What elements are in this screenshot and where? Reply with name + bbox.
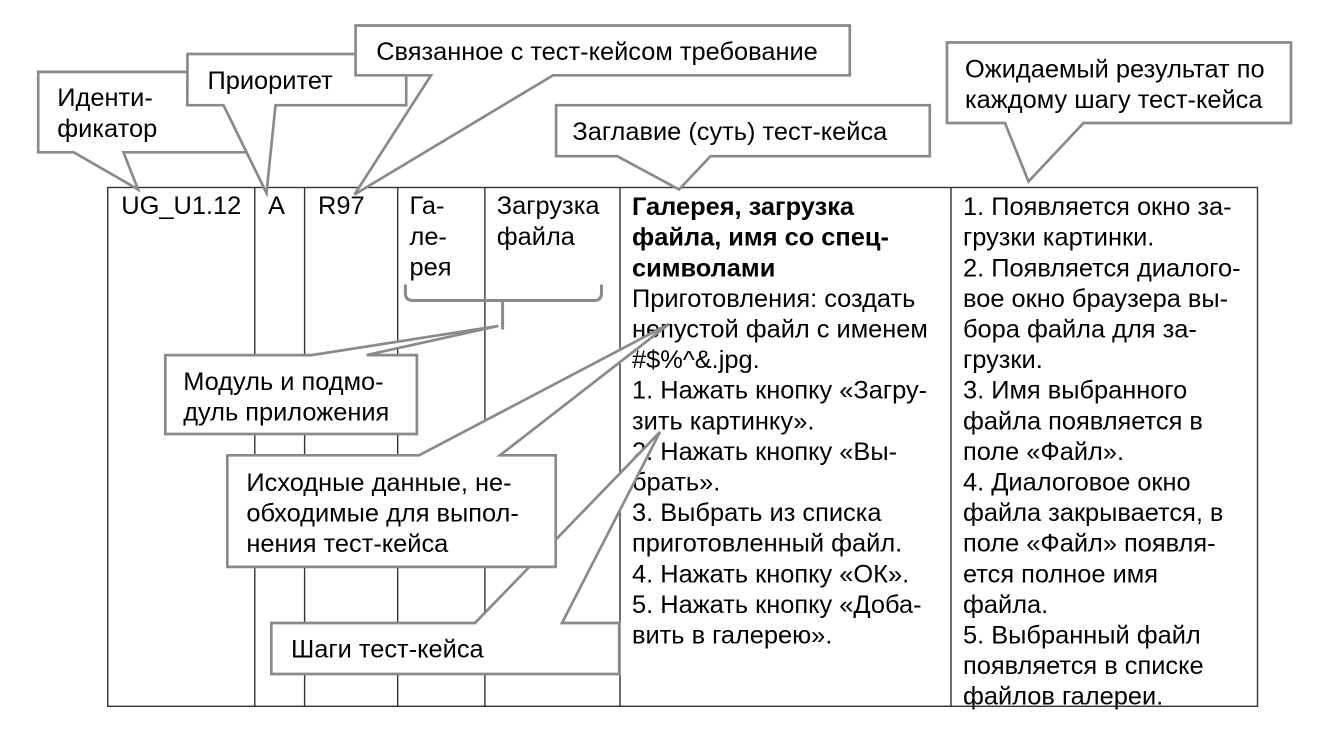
svg-text:2. Нажать кнопку «Вы-: 2. Нажать кнопку «Вы- bbox=[632, 438, 897, 466]
svg-text:файла, имя со спец-: файла, имя со спец- bbox=[632, 224, 889, 252]
svg-text:Приоритет: Приоритет bbox=[208, 67, 334, 95]
svg-text:нения тест-кейса: нения тест-кейса bbox=[246, 530, 449, 558]
svg-text:1. Появляется окно за-: 1. Появляется окно за- bbox=[963, 193, 1232, 221]
svg-text:UG_U1.12: UG_U1.12 bbox=[121, 192, 241, 220]
svg-text:5. Нажать кнопку «Доба-: 5. Нажать кнопку «Доба- bbox=[632, 591, 922, 619]
svg-text:Иденти-: Иденти- bbox=[57, 84, 152, 112]
svg-text:грузки картинки.: грузки картинки. bbox=[963, 224, 1154, 252]
svg-text:непустой файл с именем: непустой файл с именем bbox=[632, 316, 928, 344]
svg-text:Шаги тест-кейса: Шаги тест-кейса bbox=[291, 635, 485, 663]
svg-text:Загрузка: Загрузка bbox=[497, 192, 601, 220]
svg-text:R97: R97 bbox=[318, 192, 365, 220]
svg-text:A: A bbox=[268, 192, 285, 220]
svg-text:Модуль и подмо-: Модуль и подмо- bbox=[183, 368, 383, 396]
svg-text:2. Появляется диалого-: 2. Появляется диалого- bbox=[963, 254, 1241, 282]
svg-text:4. Диалоговое окно: 4. Диалоговое окно bbox=[963, 469, 1191, 497]
svg-text:каждому шагу тест-кейса: каждому шагу тест-кейса bbox=[965, 86, 1263, 114]
svg-text:символами: символами bbox=[632, 254, 775, 282]
svg-text:обходимые для выпол-: обходимые для выпол- bbox=[246, 500, 518, 528]
svg-text:приготовленный файл.: приготовленный файл. bbox=[632, 530, 902, 558]
svg-text:файла: файла bbox=[497, 223, 576, 251]
svg-text:поле «Файл» появля-: поле «Файл» появля- bbox=[963, 530, 1216, 558]
svg-text:бора файла для за-: бора файла для за- bbox=[963, 316, 1197, 344]
svg-text:1. Нажать кнопку «Загру-: 1. Нажать кнопку «Загру- bbox=[632, 377, 927, 405]
svg-text:файла.: файла. bbox=[963, 591, 1048, 619]
svg-text:вить в галерею».: вить в галерею». bbox=[632, 622, 832, 650]
svg-text:Ожидаемый результат по: Ожидаемый результат по bbox=[965, 56, 1265, 84]
svg-text:рея: рея bbox=[410, 253, 452, 281]
svg-text:Га-: Га- bbox=[410, 192, 445, 220]
svg-text:#$%^&.jpg.: #$%^&.jpg. bbox=[632, 346, 760, 374]
svg-text:Связанное с тест-кейсом требов: Связанное с тест-кейсом требование bbox=[376, 38, 818, 66]
svg-text:файлов галереи.: файлов галереи. bbox=[963, 683, 1163, 711]
svg-text:ле-: ле- bbox=[410, 223, 447, 251]
svg-text:Исходные данные, не-: Исходные данные, не- bbox=[246, 469, 511, 497]
svg-text:ется полное имя: ется полное имя bbox=[963, 560, 1158, 588]
svg-text:дуль приложения: дуль приложения bbox=[183, 399, 389, 427]
svg-text:поле «Файл».: поле «Файл». bbox=[963, 438, 1124, 466]
svg-text:4. Нажать кнопку «ОК».: 4. Нажать кнопку «ОК». bbox=[632, 560, 909, 588]
svg-text:файла закрывается, в: файла закрывается, в bbox=[963, 499, 1223, 527]
svg-text:зить картинку».: зить картинку». bbox=[632, 407, 814, 435]
svg-text:брать».: брать». bbox=[632, 469, 720, 497]
svg-text:5. Выбранный файл: 5. Выбранный файл bbox=[963, 622, 1201, 650]
svg-text:вое окно браузера вы-: вое окно браузера вы- bbox=[963, 285, 1228, 313]
svg-text:3. Имя выбранного: 3. Имя выбранного bbox=[963, 377, 1187, 405]
svg-text:Приготовления: создать: Приготовления: создать bbox=[632, 285, 915, 313]
svg-text:появляется в списке: появляется в списке bbox=[963, 652, 1204, 680]
svg-text:файла появляется в: файла появляется в bbox=[963, 407, 1203, 435]
svg-text:грузки.: грузки. bbox=[963, 346, 1043, 374]
svg-text:Заглавие (суть) тест-кейса: Заглавие (суть) тест-кейса bbox=[572, 118, 888, 146]
svg-text:3. Выбрать из списка: 3. Выбрать из списка bbox=[632, 499, 882, 527]
svg-text:Галерея, загрузка: Галерея, загрузка bbox=[632, 193, 855, 221]
svg-text:фикатор: фикатор bbox=[57, 115, 157, 143]
